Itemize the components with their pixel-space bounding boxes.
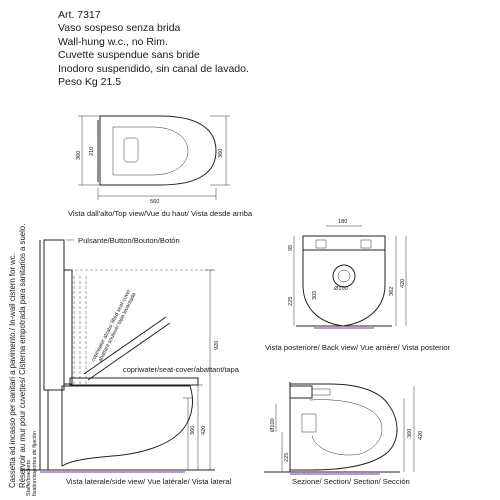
button-label: Pulsante/Button/Bouton/Botón <box>78 236 180 245</box>
description-it: Vaso sospeso senza brida <box>58 22 181 35</box>
lifted-cover-label-1: copriwater alzato/ lifted seat-cover <box>90 288 132 363</box>
side-view-dim-total: 420 <box>201 426 207 435</box>
back-view: 180 95 225 305 Ø100 362 420 <box>288 219 407 329</box>
section-view-dim-bottom: 225 <box>284 453 290 462</box>
weight: Peso Kg 21.5 <box>58 76 122 89</box>
description-fr: Cuvette suspendue sans bride <box>58 49 200 62</box>
side-view-cistern-frame <box>43 239 65 391</box>
description-en: Wall-hung w.c., no Rim. <box>58 35 168 48</box>
back-view-mount-hole-left <box>315 239 327 249</box>
back-view-dim-top: 95 <box>288 245 294 251</box>
side-view-lifted-seat-line <box>83 316 167 375</box>
top-view-dim-right: 360 <box>218 149 224 158</box>
lifted-cover-label-2: abattant soulevé/ tapa levantada <box>97 292 137 363</box>
article-number: Art. 7317 <box>58 9 101 21</box>
back-view-mount-plate <box>302 235 386 251</box>
top-view-dim-left: 360 <box>76 151 82 160</box>
back-view-dim-total: 420 <box>400 279 406 288</box>
side-view-dim-height: 920 <box>214 341 220 350</box>
side-view: 920 360 420 <box>20 239 220 473</box>
description-es: Inodoro suspendido, sin canal de lavado. <box>58 62 249 75</box>
back-view-dim-width: 180 <box>338 219 347 225</box>
back-view-outlet-outer <box>332 264 356 288</box>
side-view-dim-bowl: 360 <box>190 426 196 435</box>
top-view: 360 210 360 560 <box>76 115 230 205</box>
section-view-dim-total: 420 <box>418 431 424 440</box>
side-view-bowl <box>61 385 193 467</box>
section-view-dim-bowl: 360 <box>407 429 413 438</box>
section-view: Ø100 225 360 420 <box>264 382 424 475</box>
back-view-mount-hole-right <box>360 239 372 249</box>
back-view-dim-bottom: 225 <box>288 297 294 306</box>
back-view-dim-lower: 305 <box>312 291 318 300</box>
back-view-dim-dia: Ø100 <box>334 286 348 292</box>
section-view-flush-pipe <box>311 388 331 396</box>
section-view-outlet <box>301 413 317 433</box>
section-view-dim-dia: Ø100 <box>270 418 276 432</box>
back-view-outlet-inner <box>337 269 351 283</box>
section-view-caption: Sezione/ Section/ Section/ Sección <box>292 477 410 486</box>
back-view-caption: Vista posteriore/ Back view/ Vue arrière… <box>265 343 451 352</box>
top-view-caption: Vista dall'alto/Top view/Vue du haut/ Vi… <box>68 209 253 218</box>
top-view-bowl-inner <box>112 126 189 176</box>
side-view-cistern <box>63 269 73 385</box>
back-view-dim-mid: 362 <box>389 287 395 296</box>
section-view-inlet <box>289 385 313 399</box>
section-view-bowl-outer <box>290 383 398 471</box>
product-header: Art. 7317 Vaso sospeso senza brida Wall-… <box>58 9 249 89</box>
side-view-caption: Vista laterale/side view/ Vue latérale/ … <box>66 477 232 486</box>
side-view-lifted-seat-line <box>87 322 171 381</box>
seat-cover-label: copriwater/seat-cover/abattant/tapa <box>123 365 240 374</box>
top-view-dim-inner: 210 <box>89 147 95 156</box>
top-view-dim-bottom: 560 <box>150 199 159 205</box>
top-view-outlet <box>123 137 139 163</box>
top-view-bowl-outline <box>99 115 217 186</box>
section-view-bowl-inner <box>309 399 383 456</box>
side-view-seat-cover <box>69 377 199 386</box>
